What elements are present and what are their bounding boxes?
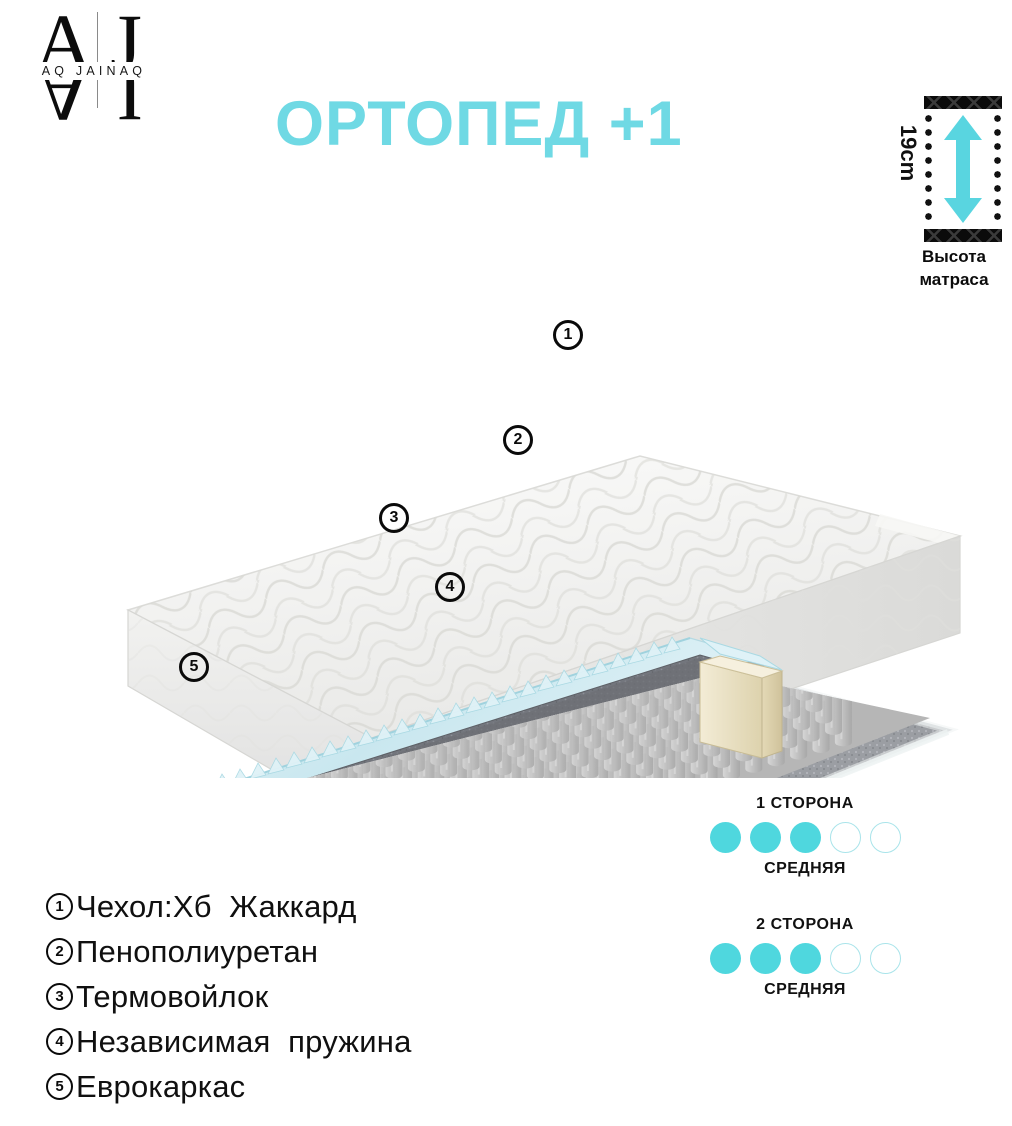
firmness-side-2-scale (690, 943, 920, 974)
vertical-double-arrow-icon (941, 115, 985, 228)
legend-item-1: 1 Чехол:Хб Жаккард (46, 884, 606, 929)
legend-item-4: 4 Независимая пружина (46, 1019, 606, 1064)
page-title: ОРТОПЕД +1 (275, 89, 683, 159)
legend-label-4: Независимая пружина (76, 1023, 412, 1059)
logo-wordmark: AQ JAINAQ (24, 62, 164, 80)
firmness-side-1-scale (690, 822, 920, 853)
firmness-side-1-level: СРЕДНЯЯ (764, 860, 846, 877)
legend-item-3: 3 Термовойлок (46, 974, 606, 1019)
firmness-dot-filled (709, 943, 741, 974)
legend-label-1: Чехол:Хб Жаккард (76, 888, 357, 924)
height-gauge-body (924, 109, 1002, 229)
logo-divider (97, 12, 98, 108)
callout-marker-3: 3 (379, 503, 409, 533)
height-dots-right (994, 115, 1001, 223)
legend-item-5: 5 Еврокаркас (46, 1064, 606, 1109)
legend-number-3: 3 (46, 983, 73, 1010)
firmness-dot-empty (869, 943, 901, 974)
firmness-side-2-level: СРЕДНЯЯ (764, 981, 846, 998)
firmness-dot-empty (869, 822, 901, 853)
mattress-illustration (126, 455, 963, 778)
firmness-dot-filled (789, 943, 821, 974)
callout-marker-2: 2 (503, 425, 533, 455)
firmness-section: 1 СТОРОНА СРЕДНЯЯ 2 СТОРОНА СРЕДНЯЯ (690, 795, 920, 1037)
legend-number-4: 4 (46, 1028, 73, 1055)
brand-logo: A J A J AQ JAINAQ (18, 2, 168, 139)
foam-serration (219, 636, 691, 778)
layer-legend: 1 Чехол:Хб Жаккард 2 Пенополиуретан 3 Те… (46, 884, 606, 1109)
height-label-line2: матраса (919, 269, 989, 289)
height-bottom-bar (924, 229, 1002, 242)
legend-item-2: 2 Пенополиуретан (46, 929, 606, 974)
height-dots-left (925, 115, 932, 223)
firmness-dot-filled (749, 943, 781, 974)
callout-marker-5: 5 (179, 652, 209, 682)
firmness-dot-filled (709, 822, 741, 853)
firmness-side-2: 2 СТОРОНА СРЕДНЯЯ (690, 916, 920, 999)
legend-label-5: Еврокаркас (76, 1068, 246, 1104)
legend-number-1: 1 (46, 893, 73, 920)
legend-label-3: Термовойлок (76, 978, 269, 1014)
height-label: Высота матраса (896, 246, 1012, 292)
firmness-dot-empty (829, 943, 861, 974)
mattress-cutaway-diagram: 1 2 3 4 5 (0, 218, 990, 778)
mattress-height-indicator: 19cm Высота матраса (884, 96, 1012, 296)
eurocarcass-right-block (698, 655, 784, 759)
firmness-dot-filled (749, 822, 781, 853)
legend-number-5: 5 (46, 1073, 73, 1100)
callout-marker-4: 4 (435, 572, 465, 602)
height-gauge (924, 96, 1002, 242)
callout-marker-1: 1 (553, 320, 583, 350)
firmness-dot-empty (829, 822, 861, 853)
height-label-line1: Высота (922, 247, 986, 266)
firmness-side-1: 1 СТОРОНА СРЕДНЯЯ (690, 795, 920, 878)
firmness-dot-filled (789, 822, 821, 853)
firmness-side-1-title: 1 СТОРОНА (756, 795, 854, 812)
legend-number-2: 2 (46, 938, 73, 965)
height-top-bar (924, 96, 1002, 109)
firmness-side-2-title: 2 СТОРОНА (756, 916, 854, 933)
height-value: 19cm (896, 124, 922, 182)
legend-label-2: Пенополиуретан (76, 933, 319, 969)
